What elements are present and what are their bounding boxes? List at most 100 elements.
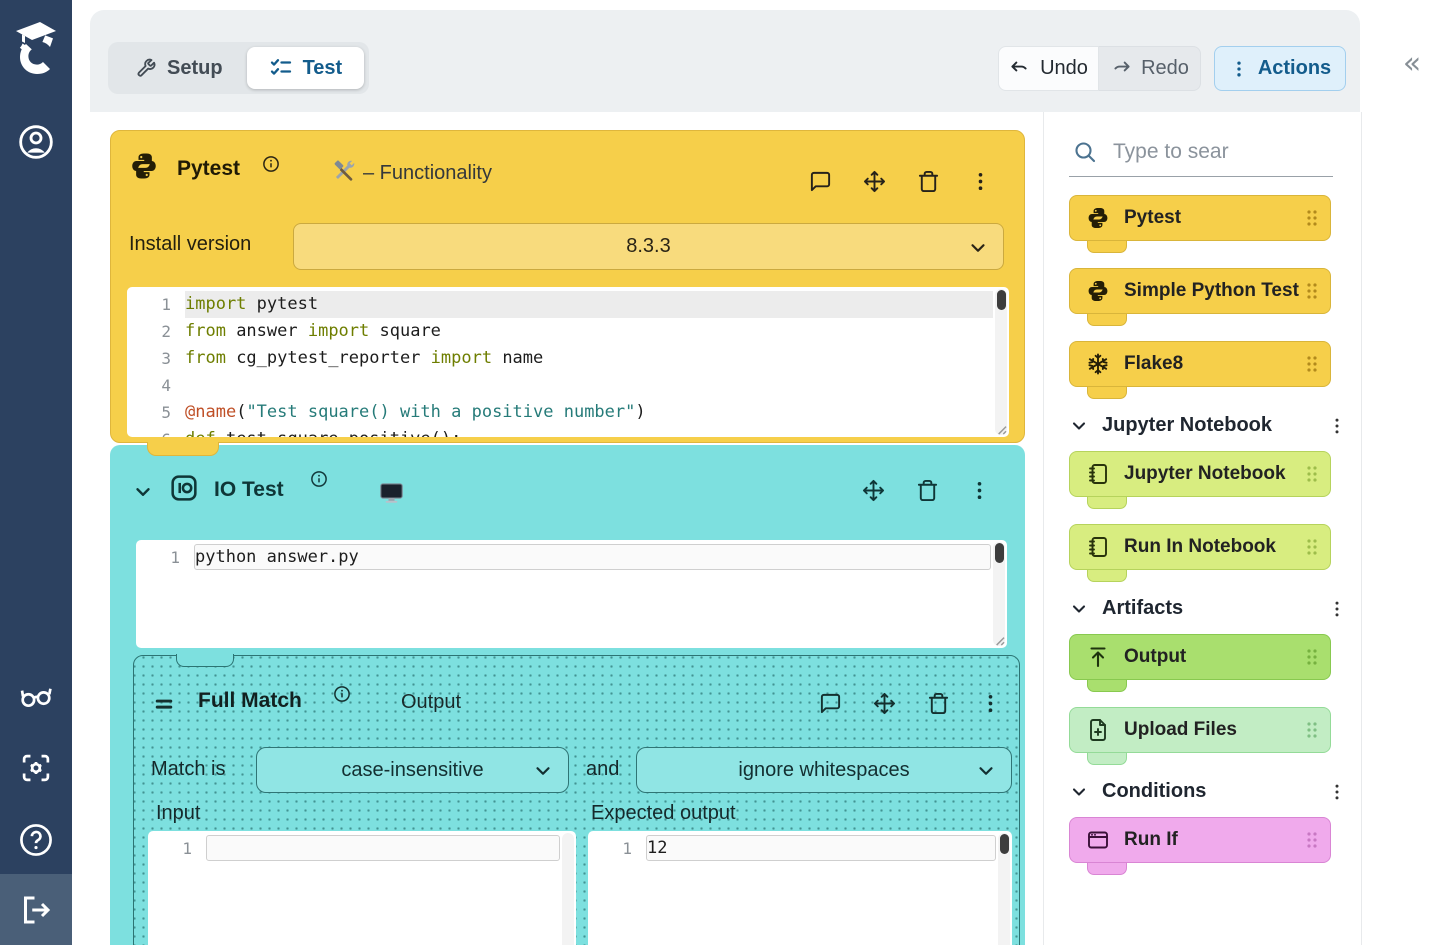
kebab-menu-icon: [1229, 59, 1249, 79]
drag-handle-icon[interactable]: [1306, 648, 1318, 666]
move-icon[interactable]: [862, 478, 886, 502]
block-palette: Pytest Simple Python Test Flake8: [1043, 112, 1362, 945]
kebab-menu-icon[interactable]: [968, 478, 992, 502]
kebab-menu-icon[interactable]: [1327, 599, 1347, 619]
anonymous-mode-button[interactable]: [0, 672, 72, 720]
palette-block-flake8[interactable]: Flake8: [1069, 341, 1331, 399]
case-sensitivity-value: case-insensitive: [341, 758, 484, 781]
case-sensitivity-select[interactable]: case-insensitive: [256, 747, 569, 793]
drag-handle-icon[interactable]: [1306, 538, 1318, 556]
install-version-select[interactable]: 8.3.3: [293, 223, 1004, 270]
snippets-manager-button[interactable]: [0, 744, 72, 792]
tab-setup-label: Setup: [167, 56, 223, 79]
input-label: Input: [156, 802, 201, 824]
io-test-icon: [168, 472, 200, 504]
input-editor[interactable]: 1: [148, 831, 576, 945]
redo-button[interactable]: Redo: [1099, 46, 1201, 91]
info-icon[interactable]: [262, 155, 280, 173]
move-icon[interactable]: [873, 691, 897, 715]
wrench-icon: [135, 57, 157, 79]
kebab-menu-icon[interactable]: [969, 169, 993, 193]
palette-block-jupyter-notebook[interactable]: Jupyter Notebook: [1069, 451, 1331, 509]
scrollbar-thumb[interactable]: [997, 290, 1006, 310]
scrollbar[interactable]: [993, 542, 1005, 646]
logout-icon: [18, 892, 54, 928]
help-circle-icon: [17, 821, 55, 859]
drag-handle-icon[interactable]: [1306, 465, 1318, 483]
pytest-block-title: Pytest: [177, 157, 241, 180]
palette-block-pytest[interactable]: Pytest: [1069, 195, 1331, 253]
trash-icon[interactable]: [927, 691, 951, 715]
palette-section-conditions: Conditions: [1069, 780, 1347, 803]
chevron-down-icon[interactable]: [132, 481, 154, 503]
tab-setup[interactable]: Setup: [113, 47, 245, 89]
chevron-down-icon[interactable]: [1069, 416, 1089, 436]
palette-section-label: Jupyter Notebook: [1102, 414, 1273, 436]
drag-handle-icon[interactable]: [1306, 282, 1318, 300]
checklist-icon: [269, 56, 293, 80]
comment-icon[interactable]: [819, 691, 843, 715]
scrollbar-thumb[interactable]: [1000, 834, 1009, 854]
drag-handle-icon[interactable]: [1306, 831, 1318, 849]
trash-icon[interactable]: [917, 169, 941, 193]
kebab-menu-icon[interactable]: [1327, 416, 1347, 436]
scrollbar[interactable]: [998, 833, 1010, 945]
move-icon[interactable]: [863, 169, 887, 193]
actions-label: Actions: [1257, 57, 1332, 79]
trash-icon[interactable]: [916, 478, 940, 502]
collapse-panel-button[interactable]: «: [1392, 46, 1432, 82]
full-match-connector: [176, 654, 234, 667]
chevron-down-icon[interactable]: [1069, 782, 1089, 802]
palette-block-upload-files[interactable]: Upload Files: [1069, 707, 1331, 765]
scrollbar[interactable]: [562, 833, 574, 945]
palette-block-run-in-notebook[interactable]: Run In Notebook: [1069, 524, 1331, 582]
drag-handle-icon[interactable]: [1306, 209, 1318, 227]
io-test-block[interactable]: IO Test: [110, 445, 1025, 945]
drag-handle-icon[interactable]: [1306, 355, 1318, 373]
install-version-value: 8.3.3: [626, 235, 671, 257]
profile-icon-button[interactable]: [0, 118, 72, 166]
chevron-down-icon[interactable]: [1069, 599, 1089, 619]
block-connector: [1087, 241, 1127, 253]
palette-block-label: Flake8: [1124, 353, 1184, 374]
block-connector: [1087, 753, 1127, 765]
info-icon[interactable]: [333, 685, 351, 703]
help-button[interactable]: [0, 816, 72, 864]
box-gear-icon: [17, 749, 55, 787]
comment-icon[interactable]: [809, 169, 833, 193]
chevron-down-icon: [975, 760, 997, 782]
palette-block-output[interactable]: Output: [1069, 634, 1331, 692]
scrollbar-thumb[interactable]: [995, 543, 1004, 563]
chevron-down-icon: [532, 760, 554, 782]
full-match-slot-label: Output: [401, 691, 462, 713]
tab-test[interactable]: Test: [246, 47, 365, 89]
kebab-menu-icon[interactable]: [1327, 782, 1347, 802]
info-icon[interactable]: [310, 470, 328, 488]
kebab-menu-icon[interactable]: [979, 691, 1003, 715]
whitespace-value: ignore whitespaces: [738, 758, 910, 781]
full-match-block[interactable]: Full Match Output: [133, 654, 1020, 945]
code-line: 5@name("Test square() with a positive nu…: [161, 402, 646, 422]
redo-label: Redo: [1141, 57, 1189, 79]
resize-grip[interactable]: [994, 422, 1007, 435]
logout-button[interactable]: [0, 886, 72, 934]
pytest-block[interactable]: Pytest – Functionality: [110, 130, 1025, 443]
undo-button[interactable]: Undo: [998, 46, 1099, 91]
palette-block-run-if[interactable]: Run If: [1069, 817, 1331, 875]
palette-block-simple-python-test[interactable]: Simple Python Test: [1069, 268, 1331, 326]
undo-icon: [1009, 58, 1031, 80]
scrollbar[interactable]: [995, 289, 1007, 435]
codegrade-logo: [10, 18, 62, 80]
hammer-wrench-icon: [331, 157, 358, 184]
drag-handle-icon[interactable]: [1306, 721, 1318, 739]
resize-grip[interactable]: [992, 633, 1005, 646]
actions-button[interactable]: Actions: [1214, 46, 1346, 91]
search-input[interactable]: [1113, 140, 1323, 164]
whitespace-select[interactable]: ignore whitespaces: [636, 747, 1012, 793]
python-icon: [1086, 279, 1110, 303]
file-plus-icon: [1086, 718, 1110, 742]
